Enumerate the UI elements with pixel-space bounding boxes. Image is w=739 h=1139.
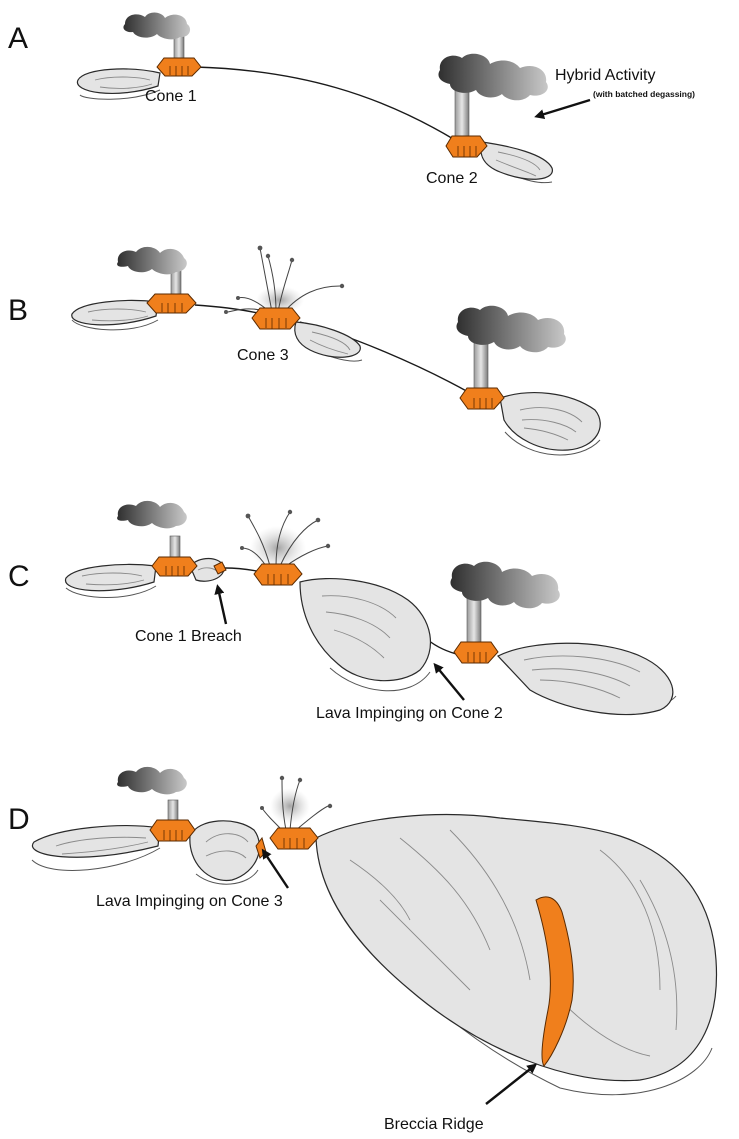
breach-flow bbox=[190, 821, 260, 884]
strombolian-ballistics bbox=[224, 246, 344, 314]
label-lava-impinging-cone-3: Lava Impinging on Cone 3 bbox=[96, 893, 283, 910]
strombolian-ballistics bbox=[260, 776, 332, 830]
lava-flow bbox=[316, 815, 716, 1095]
lava-flow bbox=[498, 643, 676, 714]
panel-letter-b: B bbox=[8, 294, 28, 327]
arrow bbox=[436, 666, 464, 700]
panel-d: D bbox=[8, 767, 716, 1133]
cinder-cone bbox=[254, 564, 302, 585]
label-cone-2: Cone 2 bbox=[426, 170, 478, 187]
lava-flow bbox=[300, 579, 430, 691]
cinder-cone bbox=[147, 294, 196, 313]
eruption-plume bbox=[438, 54, 547, 140]
lava-flow bbox=[72, 301, 158, 330]
cinder-cone bbox=[460, 388, 504, 409]
panel-letter-a: A bbox=[8, 22, 28, 55]
fissure-line bbox=[195, 67, 455, 140]
arrow bbox=[264, 852, 288, 888]
cinder-cone bbox=[252, 308, 300, 329]
arrow bbox=[218, 588, 226, 624]
panel-a: A Cone 1 bbox=[8, 13, 695, 187]
lava-flow bbox=[66, 565, 156, 598]
arrow bbox=[538, 100, 590, 116]
label-hybrid-subtitle: (with batched degassing) bbox=[593, 89, 695, 99]
label-lava-impinging-cone-2: Lava Impinging on Cone 2 bbox=[316, 705, 503, 722]
label-hybrid-activity: Hybrid Activity bbox=[555, 67, 655, 84]
label-breccia-ridge: Breccia Ridge bbox=[384, 1116, 484, 1133]
cinder-cone bbox=[157, 58, 201, 76]
arrow bbox=[486, 1066, 534, 1104]
cinder-cone bbox=[150, 820, 195, 841]
eruption-plume bbox=[450, 562, 559, 646]
eruption-plume bbox=[117, 501, 187, 566]
panel-letter-c: C bbox=[8, 560, 30, 593]
cinder-cone bbox=[270, 828, 318, 849]
lava-flow bbox=[481, 142, 553, 183]
panel-b: B bbox=[8, 246, 600, 455]
lava-flow bbox=[500, 393, 600, 455]
panel-letter-d: D bbox=[8, 803, 30, 836]
eruption-plume bbox=[117, 247, 187, 300]
cinder-cone bbox=[152, 557, 197, 576]
label-cone-1-breach: Cone 1 Breach bbox=[135, 628, 242, 645]
lava-flow bbox=[32, 826, 160, 871]
label-cone-1: Cone 1 bbox=[145, 88, 197, 105]
eruption-plume bbox=[456, 306, 565, 394]
strombolian-ballistics bbox=[240, 510, 330, 570]
cinder-cone bbox=[454, 642, 498, 663]
lava-flow bbox=[295, 322, 362, 361]
label-cone-3: Cone 3 bbox=[237, 347, 289, 364]
panel-c: C bbox=[8, 501, 676, 722]
